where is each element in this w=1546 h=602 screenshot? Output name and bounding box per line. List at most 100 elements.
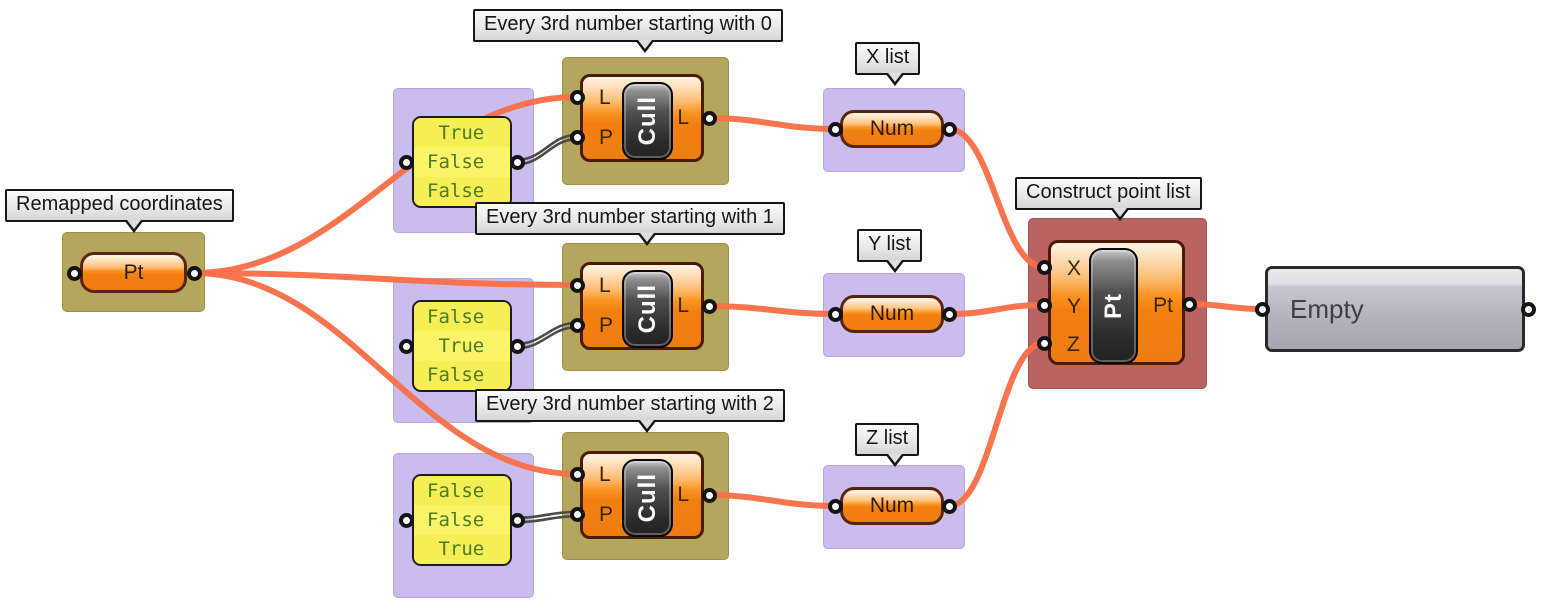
cull-input-p-label: P bbox=[599, 314, 614, 337]
wire-numy-to-construct-y[interactable] bbox=[946, 302, 1047, 317]
boolean-panel-2[interactable]: False True False bbox=[412, 300, 512, 392]
cull-component-3[interactable]: L P L Cull bbox=[580, 451, 704, 539]
panel-row: False bbox=[414, 476, 510, 506]
wire-panel2-to-cull2-strand[interactable] bbox=[515, 325, 579, 350]
construct-input-z-label: Z bbox=[1067, 333, 1080, 356]
output-port[interactable] bbox=[701, 298, 717, 314]
wire-numz-to-construct-z[interactable] bbox=[946, 340, 1047, 509]
output-port[interactable] bbox=[941, 121, 957, 137]
cull-input-l-label: L bbox=[599, 274, 611, 297]
output-port[interactable] bbox=[509, 512, 525, 528]
num-label: Num bbox=[869, 494, 915, 517]
num-param-x[interactable]: Num bbox=[840, 110, 944, 148]
wire-panel1-to-cull1-strand[interactable] bbox=[515, 137, 579, 166]
input-port[interactable] bbox=[569, 89, 585, 105]
construct-point-icon: Pt bbox=[1089, 248, 1138, 364]
callout-pointer-icon bbox=[885, 259, 905, 273]
panel-row: False bbox=[414, 360, 510, 390]
cull-input-l-label: L bbox=[599, 463, 611, 486]
cull-input-l-label: L bbox=[599, 86, 611, 109]
input-port[interactable] bbox=[569, 129, 585, 145]
input-port[interactable] bbox=[827, 306, 843, 322]
callout-pointer-icon bbox=[885, 72, 905, 86]
output-port[interactable] bbox=[941, 498, 957, 514]
boolean-panel-1[interactable]: True False False bbox=[412, 116, 512, 208]
wire-numx-to-construct-x[interactable] bbox=[946, 126, 1047, 270]
panel-row: True bbox=[414, 534, 510, 564]
wire-cull1-to-numx[interactable] bbox=[706, 115, 838, 132]
output-port[interactable] bbox=[941, 306, 957, 322]
num-param-y[interactable]: Num bbox=[840, 295, 944, 333]
panel-row: True bbox=[414, 331, 510, 361]
callout-pointer-icon bbox=[124, 219, 144, 233]
wire-pt-to-cull1[interactable] bbox=[191, 94, 580, 276]
input-port[interactable] bbox=[569, 317, 585, 333]
callout-construct-point-list: Construct point list bbox=[1015, 177, 1202, 221]
callout-pointer-icon bbox=[635, 39, 655, 53]
callout-pointer-icon bbox=[637, 419, 657, 433]
cull-icon: Cull bbox=[622, 459, 673, 537]
input-port[interactable] bbox=[66, 265, 82, 281]
wire-construct-to-empty[interactable] bbox=[1186, 301, 1265, 312]
input-port[interactable] bbox=[1036, 297, 1052, 313]
boolean-panel-3[interactable]: False False True bbox=[412, 474, 512, 566]
cull-output-l-label: L bbox=[677, 106, 689, 129]
input-port[interactable] bbox=[827, 498, 843, 514]
construct-input-y-label: Y bbox=[1067, 295, 1082, 318]
empty-display-panel[interactable]: Empty bbox=[1265, 266, 1525, 352]
cull-component-1[interactable]: L P L Cull bbox=[580, 74, 704, 162]
wire-pt-to-cull3[interactable] bbox=[191, 270, 580, 477]
panel-row: False bbox=[414, 302, 510, 332]
callout-pointer-icon bbox=[637, 232, 657, 246]
output-port[interactable] bbox=[509, 154, 525, 170]
callout-y-list: Y list bbox=[857, 229, 922, 273]
cull-output-l-label: L bbox=[677, 294, 689, 317]
callout-pointer-icon bbox=[885, 453, 905, 467]
wire-panel1-to-cull1-strand[interactable] bbox=[515, 133, 579, 162]
input-port[interactable] bbox=[398, 512, 414, 528]
callout-x-list: X list bbox=[855, 42, 921, 86]
output-port[interactable] bbox=[701, 110, 717, 126]
output-port[interactable] bbox=[509, 338, 525, 354]
panel-row: False bbox=[414, 147, 510, 177]
wire-cull2-to-numy[interactable] bbox=[706, 303, 838, 317]
wire-panel2-to-cull2-strand[interactable] bbox=[515, 321, 579, 346]
output-port[interactable] bbox=[186, 265, 202, 281]
panel-row: False bbox=[414, 505, 510, 535]
output-port[interactable] bbox=[701, 487, 717, 503]
cull-icon: Cull bbox=[622, 270, 673, 348]
input-port[interactable] bbox=[569, 277, 585, 293]
num-label: Num bbox=[869, 117, 915, 140]
callout-remapped-coordinates: Remapped coordinates bbox=[5, 189, 234, 233]
input-port[interactable] bbox=[1036, 259, 1052, 275]
input-port[interactable] bbox=[398, 154, 414, 170]
num-param-z[interactable]: Num bbox=[840, 487, 944, 525]
point-param-component[interactable]: Pt bbox=[80, 252, 187, 293]
point-param-label: Pt bbox=[123, 260, 144, 284]
num-label: Num bbox=[869, 302, 915, 325]
callout-every-3rd-2: Every 3rd number starting with 2 bbox=[475, 389, 785, 433]
cull-component-2[interactable]: L P L Cull bbox=[580, 262, 704, 350]
input-port[interactable] bbox=[1036, 335, 1052, 351]
cull-input-p-label: P bbox=[599, 503, 614, 526]
callout-z-list: Z list bbox=[855, 423, 920, 467]
input-port[interactable] bbox=[569, 506, 585, 522]
panel-row: False bbox=[414, 176, 510, 206]
callout-every-3rd-1: Every 3rd number starting with 1 bbox=[475, 202, 785, 246]
input-port[interactable] bbox=[569, 466, 585, 482]
callout-pointer-icon bbox=[1110, 207, 1130, 221]
construct-input-x-label: X bbox=[1067, 257, 1082, 280]
empty-panel-text: Empty bbox=[1290, 293, 1364, 324]
cull-icon: Cull bbox=[622, 82, 673, 160]
input-port[interactable] bbox=[827, 121, 843, 137]
wire-pt-to-cull2[interactable] bbox=[191, 270, 580, 288]
output-port[interactable] bbox=[1520, 301, 1536, 317]
input-port[interactable] bbox=[1254, 301, 1270, 317]
construct-point-component[interactable]: X Y Z Pt Pt bbox=[1048, 240, 1185, 365]
wire-cull3-to-numz[interactable] bbox=[706, 492, 838, 509]
construct-output-pt-label: Pt bbox=[1153, 294, 1173, 317]
cull-output-l-label: L bbox=[677, 483, 689, 506]
output-port[interactable] bbox=[1181, 296, 1197, 312]
input-port[interactable] bbox=[398, 338, 414, 354]
